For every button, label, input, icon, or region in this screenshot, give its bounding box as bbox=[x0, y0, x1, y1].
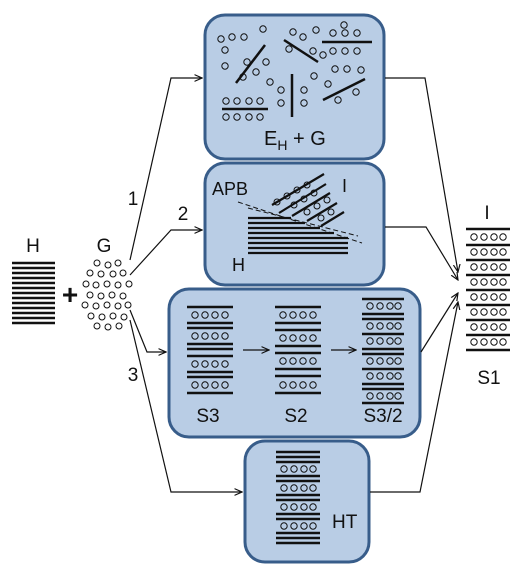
caption-sub-h: H bbox=[277, 137, 287, 153]
product-i-label: I bbox=[484, 203, 489, 224]
exfoliated-caption: EH + G bbox=[264, 128, 326, 153]
host-layers bbox=[12, 263, 55, 323]
arrow-path-2 bbox=[130, 230, 202, 275]
s3-label: S3 bbox=[196, 406, 219, 427]
arrow-out-3 bbox=[421, 293, 458, 352]
s32-label: S3/2 bbox=[363, 406, 402, 427]
apb-label: APB bbox=[212, 179, 248, 199]
apb-host-label: H bbox=[232, 255, 245, 275]
arrow-path-1 bbox=[130, 78, 202, 260]
path-1-label: 1 bbox=[128, 189, 139, 210]
caption-plus-g: + G bbox=[287, 128, 325, 150]
arrow-path-3a bbox=[130, 310, 166, 352]
host-label: H bbox=[26, 236, 40, 257]
caption-e: E bbox=[264, 128, 277, 150]
path-3-label: 3 bbox=[128, 365, 139, 386]
guest-molecules bbox=[82, 260, 132, 330]
product-s1-label: S1 bbox=[477, 368, 500, 389]
apb-intercalated-label: I bbox=[342, 176, 347, 196]
ht-label: HT bbox=[332, 512, 358, 533]
arrow-out-2 bbox=[385, 227, 458, 280]
plus-sign: + bbox=[62, 279, 78, 310]
product-stack bbox=[466, 229, 510, 350]
arrow-out-1 bbox=[385, 78, 458, 272]
path-2-label: 2 bbox=[178, 204, 189, 225]
s2-label: S2 bbox=[284, 406, 307, 427]
guest-label: G bbox=[97, 236, 112, 257]
